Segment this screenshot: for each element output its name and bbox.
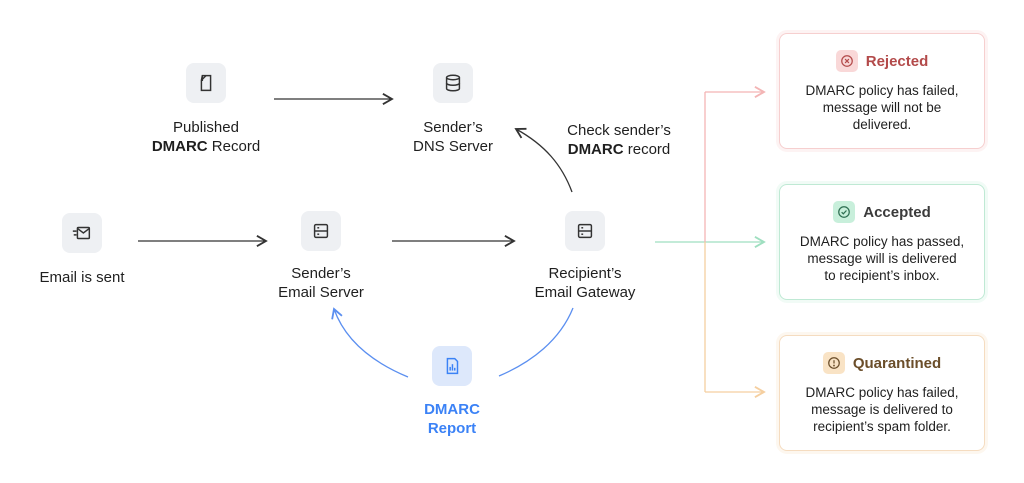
rejected-description: DMARC policy has failed, message will no… bbox=[805, 83, 959, 132]
alert-circle-icon bbox=[822, 352, 845, 374]
arrow-gateway-to-report bbox=[498, 307, 574, 377]
accepted-header: Accepted bbox=[780, 201, 984, 223]
check-circle-icon bbox=[833, 201, 856, 223]
email-sent-label: Email is sent bbox=[39, 269, 125, 286]
accepted-title: Accepted bbox=[863, 203, 931, 221]
document-icon bbox=[186, 63, 226, 103]
report-label: DMARC Report bbox=[424, 401, 480, 437]
x-circle-icon bbox=[835, 50, 858, 72]
accepted-description: DMARC policy has passed, message will is… bbox=[799, 234, 965, 283]
email-server-label: Sender’s Email Server bbox=[278, 265, 364, 301]
arrow-gateway-to-dns bbox=[514, 127, 573, 193]
rejected-header: Rejected bbox=[780, 50, 984, 72]
send-mail-icon bbox=[62, 213, 102, 253]
arrow-report-to-server bbox=[331, 307, 409, 378]
dns-server-label: Sender’s DNS Server bbox=[412, 119, 494, 155]
rejected-title: Rejected bbox=[865, 52, 929, 70]
check-record-label: Check sender’s DMARC record bbox=[567, 122, 671, 158]
gateway-label: Recipient’s Email Gateway bbox=[534, 265, 636, 301]
gateway-server-icon bbox=[565, 211, 605, 251]
quarantined-description: DMARC policy has failed, message is deli… bbox=[805, 385, 959, 434]
published-record-label: Published DMARC Record bbox=[151, 119, 261, 155]
rejected-card: Rejected DMARC policy has failed, messag… bbox=[779, 33, 985, 149]
email-server-icon bbox=[301, 211, 341, 251]
report-chart-icon bbox=[432, 346, 472, 386]
quarantined-title: Quarantined bbox=[852, 354, 942, 372]
quarantined-card: Quarantined DMARC policy has failed, mes… bbox=[779, 335, 985, 451]
database-icon bbox=[433, 63, 473, 103]
quarantined-header: Quarantined bbox=[780, 352, 984, 374]
accepted-card: Accepted DMARC policy has passed, messag… bbox=[779, 184, 985, 300]
